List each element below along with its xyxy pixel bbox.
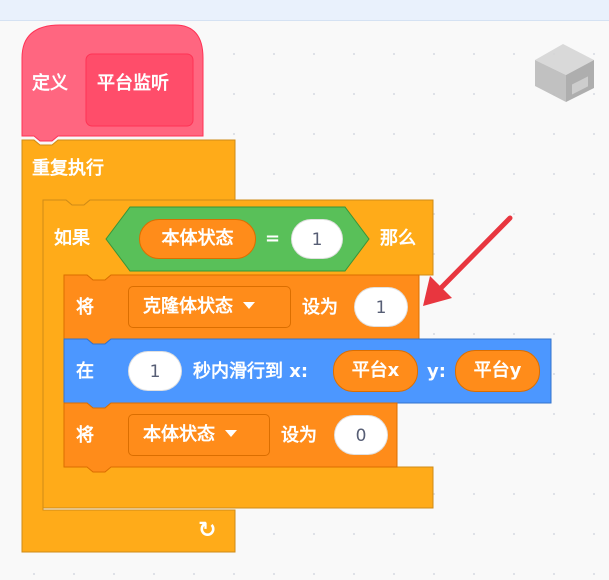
condition-left-reporter[interactable]: 本体状态 [139, 219, 256, 259]
define-keyword: 定义 [32, 73, 68, 94]
equals-operator: = [265, 228, 281, 249]
forever-label: 重复执行 [32, 158, 104, 179]
variable-dropdown-1[interactable]: 克隆体状态 [128, 286, 291, 328]
loop-arrow-icon: ↻ [198, 518, 217, 543]
cube-icon[interactable] [535, 44, 594, 102]
glide-mid-label: 秒内滑行到 x: [193, 361, 309, 382]
glide-secs-input[interactable]: 1 [128, 351, 182, 391]
variable-dropdown-2-label: 本体状态 [143, 424, 215, 445]
top-toolbar-strip [0, 0, 609, 21]
if-label: 如果 [54, 228, 90, 249]
custom-block-name[interactable]: 平台监听 [97, 73, 169, 94]
set-to-label-2: 设为 [281, 425, 317, 446]
custom-block-name-prototype [85, 53, 194, 127]
then-label: 那么 [380, 228, 416, 249]
glide-x-reporter[interactable]: 平台x [333, 350, 418, 392]
set-keyword-1: 将 [76, 297, 94, 318]
set-keyword-2: 将 [76, 425, 94, 446]
glide-y-reporter[interactable]: 平台y [455, 350, 540, 392]
chevron-down-icon [225, 429, 237, 437]
set-value-input-2[interactable]: 0 [334, 415, 388, 455]
annotation-arrow [423, 215, 513, 306]
chevron-down-icon [243, 301, 255, 309]
condition-right-input[interactable]: 1 [291, 219, 343, 259]
variable-dropdown-2[interactable]: 本体状态 [128, 414, 270, 456]
set-to-label-1: 设为 [302, 297, 338, 318]
variable-dropdown-1-label: 克隆体状态 [143, 296, 233, 317]
glide-y-label: y: [427, 361, 446, 382]
set-value-input-1[interactable]: 1 [354, 287, 408, 327]
glide-prefix-label: 在 [76, 361, 94, 382]
